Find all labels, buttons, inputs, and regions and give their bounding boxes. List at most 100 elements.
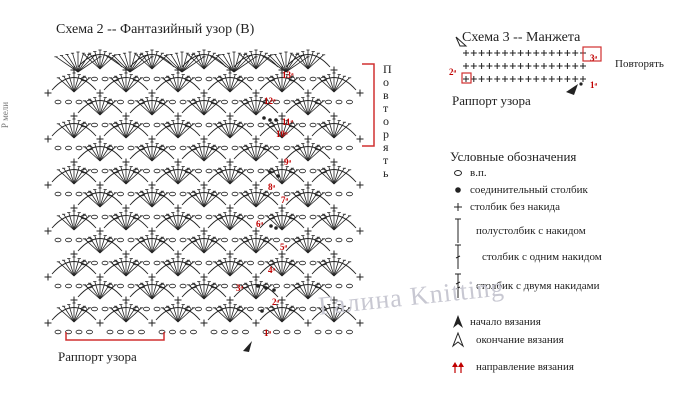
legend-label: соединительный столбик [470,184,588,196]
chain-stitch-mark [242,283,249,289]
scheme2-row-2: 2ᵃ [272,297,280,307]
single-crochet-mark [533,50,540,56]
chain-stitch-mark [257,260,265,266]
pattern-rows [44,49,364,335]
chain-stitch-mark [320,168,327,174]
chain-stitch-mark [247,122,254,128]
legend-title: Условные обозначения [450,149,577,164]
chain-stitch-mark [205,260,213,266]
legend-label: полустолбик с накидом [476,225,586,237]
single-crochet-mark [525,76,532,82]
chain-stitch-mark [294,237,301,243]
chain-stitch-mark [205,76,213,82]
single-crochet-mark [122,296,130,304]
chain-stitch-mark [268,76,275,82]
single-crochet-mark [556,76,563,82]
chain-stitch-mark [75,283,83,289]
single-crochet-mark [200,273,208,281]
chain-stitch-mark [242,237,249,243]
single-crochet-mark [44,181,52,189]
repeat-letter: П [383,62,392,76]
single-crochet-mark [470,76,477,82]
single-crochet-mark [200,319,208,327]
single-crochet-mark [330,204,338,212]
chain-stitch-mark [179,99,187,105]
single-crochet-mark [502,50,508,56]
single-crochet-mark [304,227,312,235]
slip-stitch-dot [272,288,276,292]
single-crochet-mark [174,158,182,166]
fan-mark [51,210,97,243]
single-crochet-mark [572,50,579,56]
start-arrow-icon [453,315,463,328]
chain-stitch-mark [153,260,161,266]
single-crochet-mark [148,181,156,189]
chain-stitch-mark [54,191,62,197]
chain-stitch-mark [242,191,249,197]
fan-mark [259,164,305,197]
chain-stitch-mark [205,122,213,128]
chain-stitch-mark [132,76,140,82]
fan-mark [181,187,227,220]
single-crochet-mark [200,135,208,143]
single-crochet-mark [478,76,485,82]
chain-stitch-mark [127,99,135,105]
fan-mark [311,210,357,243]
chain-stitch-mark [299,76,306,82]
scheme2-row-1: 1ᵃ [264,328,272,338]
chain-stitch-mark [195,306,202,312]
single-crochet-mark [278,112,286,120]
scheme3-repeat-label: Повторять [615,58,664,70]
slip-stitch-dot [268,170,272,174]
fan-mark [311,72,357,105]
top-fan-mark [106,51,154,73]
single-crochet-mark [541,76,547,82]
chain-stitch-mark [132,168,140,174]
chain-stitch-mark [195,214,202,220]
chain-stitch-mark [195,76,202,82]
single-crochet-mark [525,50,532,56]
chain-stitch-mark [75,191,83,197]
chain-stitch-mark [309,76,317,82]
chain-stitch-mark [143,214,150,220]
chain-stitch-mark [158,145,166,151]
single-crochet-mark [148,135,156,143]
single-crochet-mark [252,227,260,235]
slip-stitch-dot [260,309,264,313]
scheme3-start-box [461,72,472,84]
chain-stitch-mark [132,122,140,128]
slip-stitch-dot [264,286,268,290]
chain-stitch-mark [262,237,270,243]
single-crochet-mark [533,76,540,82]
chain-circle-icon [454,170,462,176]
single-crochet-mark [96,181,104,189]
chain-stitch-mark [314,237,322,243]
legend-label: столбик без накида [470,201,561,213]
single-crochet-mark [509,76,516,82]
chain-stitch-mark [143,122,150,128]
scheme2-row-3: 3ᵃ [236,283,244,293]
repeat-letter: т [383,153,389,167]
chain-stitch-mark [273,99,280,105]
single-crochet-mark [525,63,532,69]
chain-stitch-mark [54,329,62,335]
chain-stitch-mark [288,168,296,174]
chain-stitch-mark [101,260,109,266]
chain-stitch-mark [65,191,72,197]
chain-stitch-mark [106,283,114,289]
single-crochet-mark [541,63,547,69]
fan-mark [311,164,357,197]
chain-stitch-mark [117,283,124,289]
chain-stitch-mark [132,214,140,220]
fan-mark [51,256,97,289]
single-crochet-mark [509,50,516,56]
chain-stitch-mark [325,99,332,105]
single-crochet-mark [304,319,312,327]
chain-stitch-mark [257,168,265,174]
fan-mark [155,118,201,151]
single-crochet-mark [122,204,130,212]
chain-stitch-mark [335,283,343,289]
chain-stitch-mark [54,99,62,105]
rapport-bracket [65,332,165,341]
